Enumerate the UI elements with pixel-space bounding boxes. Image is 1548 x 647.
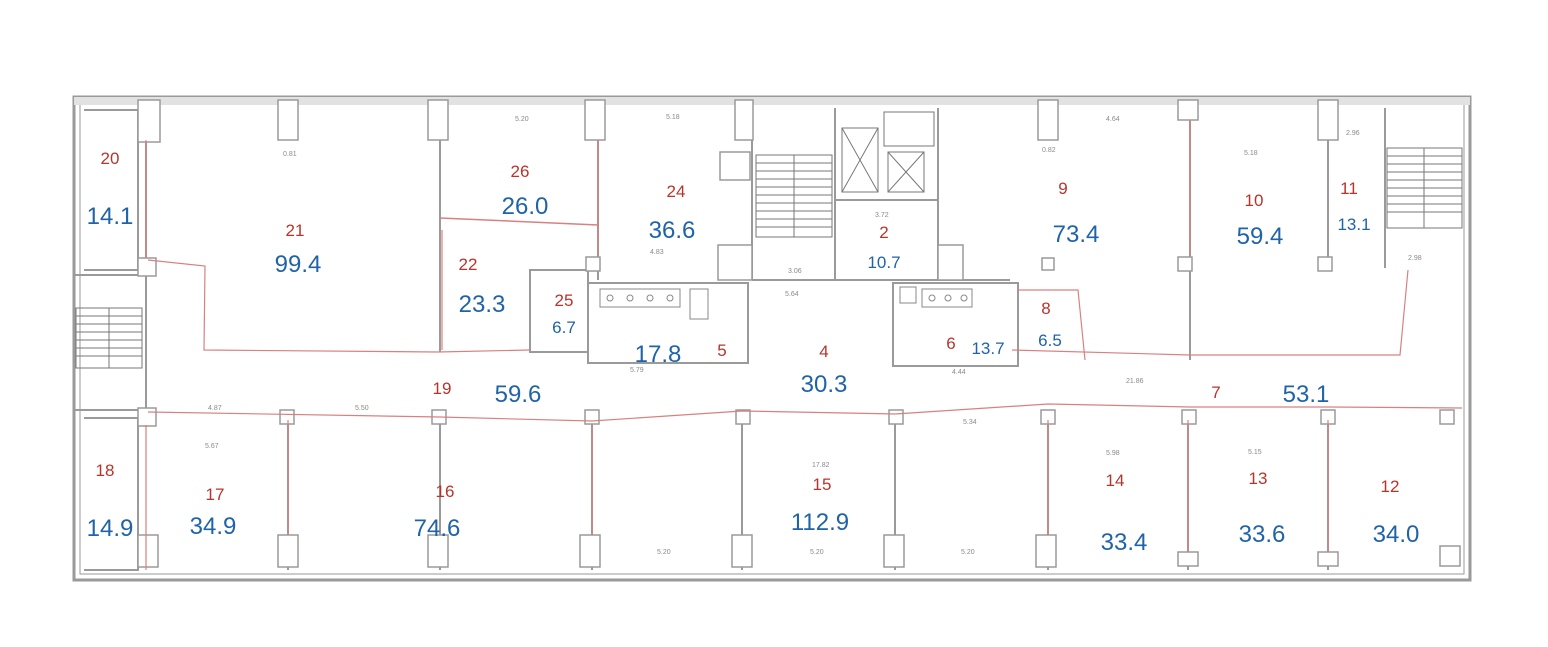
elevator-shafts [841,111,935,193]
dimension-label: 3.72 [875,212,889,219]
room-area: 74.6 [414,515,461,542]
room-area: 30.3 [801,371,848,398]
dimension-label: 5.98 [1106,450,1120,457]
room-number: 16 [436,482,455,501]
dimension-label: 5.79 [630,367,644,374]
room-area: 17.8 [635,341,682,368]
room-number: 11 [1340,179,1358,198]
room-numbers: 20 21 26 24 22 25 2 9 10 11 5 4 6 8 19 7… [96,149,1400,504]
room-area: 112.9 [791,509,849,536]
room-number: 15 [813,475,832,494]
dimension-label: 5.50 [355,405,369,412]
dimension-label: 5.18 [666,114,680,121]
dimension-label: 5.20 [810,549,824,556]
room-number: 24 [667,182,686,201]
dimension-label: 5.15 [1248,449,1262,456]
room-area: 14.9 [87,515,134,542]
room-area: 10.7 [867,253,900,272]
room-number: 26 [511,162,530,181]
room-area: 13.1 [1337,215,1370,234]
room-area: 23.3 [459,291,506,318]
room-number: 9 [1058,179,1067,198]
room-area: 33.6 [1239,521,1286,548]
dimension-label: 21.86 [1126,378,1144,385]
staircases [75,147,1463,369]
dimension-label: 5.20 [515,116,529,123]
room-number: 7 [1211,383,1220,402]
columns [137,99,1461,568]
dimension-label: 0.82 [1042,147,1056,154]
room-area: 6.5 [1038,331,1062,350]
dimension-label: 5.64 [785,291,799,298]
room-area: 53.1 [1283,381,1330,408]
dimension-label: 5.18 [1244,150,1258,157]
room-number: 22 [459,255,478,274]
room-area: 33.4 [1101,529,1148,556]
room-number: 19 [433,379,452,398]
room-area: 36.6 [649,217,696,244]
room-number: 6 [946,334,955,353]
room-number: 8 [1041,299,1050,318]
dimension-label: 2.96 [1346,130,1360,137]
room-area: 34.9 [190,513,237,540]
dimension-label: 4.44 [952,369,966,376]
dimension-label: 4.87 [208,405,222,412]
dimension-labels: 5.20 5.18 4.64 0.81 0.82 3.72 3.06 5.64 … [205,114,1422,556]
room-number: 21 [286,221,305,240]
room-areas: 14.1 99.4 26.0 36.6 23.3 6.7 10.7 73.4 5… [87,193,1420,556]
room-area: 13.7 [971,339,1004,358]
measurement-lines [145,120,1463,570]
dimension-label: 4.64 [1106,116,1120,123]
dimension-label: 2.98 [1408,255,1422,262]
sanitary-fixtures [599,286,973,320]
room-area: 6.7 [552,318,576,337]
room-area: 59.6 [495,381,542,408]
room-number: 25 [555,291,574,310]
room-number: 2 [879,223,888,242]
dimension-label: 5.20 [961,549,975,556]
room-number: 10 [1245,191,1264,210]
room-area: 14.1 [87,203,134,230]
room-number: 13 [1249,469,1268,488]
room-area: 26.0 [502,193,549,220]
room-number: 12 [1381,477,1400,496]
dimension-label: 5.34 [963,419,977,426]
room-area: 34.0 [1373,521,1420,548]
dimension-label: 17.82 [812,462,830,469]
room-area: 73.4 [1053,221,1100,248]
room-number: 14 [1106,471,1125,490]
room-number: 5 [717,341,726,360]
room-area: 99.4 [275,251,322,278]
dimension-label: 5.20 [657,549,671,556]
outer-walls [72,95,1472,582]
room-number: 18 [96,461,115,480]
room-number: 17 [206,485,225,504]
dimension-label: 0.81 [283,151,297,158]
dimension-label: 5.67 [205,443,219,450]
dimension-label: 4.83 [650,249,664,256]
dimension-label: 3.06 [788,268,802,275]
room-number: 20 [101,149,120,168]
room-area: 59.4 [1237,223,1284,250]
room-number: 4 [819,342,828,361]
